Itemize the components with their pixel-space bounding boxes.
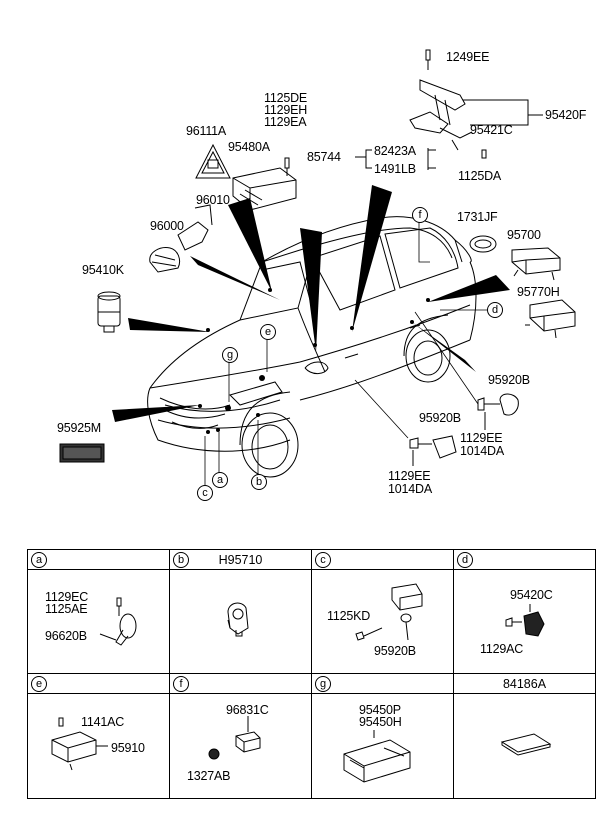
detail-table: a 1129EC 1125AE 96620B b H95710 c 1125KD …: [27, 549, 596, 799]
part-label-96111A: 96111A: [186, 124, 227, 138]
part-label-1125DE: 1125DE: [264, 91, 308, 105]
detail-cell-c: c 1125KD 95920B: [312, 550, 454, 674]
detail-drawing-f: [208, 716, 261, 760]
detail-letter-d: d: [457, 552, 473, 568]
detail-drawing-c: [355, 583, 423, 641]
part-label-1129EE-right: 1129EE: [460, 431, 503, 445]
detail-letter-c: c: [315, 552, 331, 568]
part-label-1014DA-right: 1014DA: [460, 444, 504, 458]
part-label-1129EA: 1129EA: [264, 115, 307, 129]
part-label-1125DA: 1125DA: [458, 169, 502, 183]
detail-drawing-d: [505, 604, 545, 637]
detail-part-95420C: 95420C: [510, 588, 553, 602]
callout-e: e: [260, 324, 276, 340]
detail-cell-e: e 1141AC 95910: [28, 674, 170, 798]
detail-drawing-84186A: [500, 733, 552, 756]
detail-part-1125AE: 1125AE: [45, 602, 88, 616]
part-label-95410K: 95410K: [82, 263, 124, 277]
detail-letter-e: e: [31, 676, 47, 692]
detail-cell-d: d 95420C 1129AC: [454, 550, 595, 674]
detail-drawing-g: [343, 730, 411, 783]
part-label-95421C: 95421C: [470, 123, 513, 137]
part-label-95925M: 95925M: [57, 421, 101, 435]
callout-c: c: [197, 485, 213, 501]
part-label-95920B-center: 95920B: [419, 411, 461, 425]
detail-drawing-a: [99, 597, 137, 646]
callout-g: g: [222, 347, 238, 363]
callout-f: f: [412, 207, 428, 223]
detail-part-95450P: 95450P: [359, 703, 401, 717]
part-label-95920B-right: 95920B: [488, 373, 530, 387]
detail-cell-a: a 1129EC 1125AE 96620B: [28, 550, 170, 674]
part-label-1129EH: 1129EH: [264, 103, 308, 117]
detail-cell-f: f 96831C 1327AB: [170, 674, 312, 798]
diagram-drawing: [59, 49, 576, 485]
part-label-96000: 96000: [150, 219, 184, 233]
part-label-1731JF: 1731JF: [457, 210, 498, 224]
detail-drawing-e: [51, 717, 108, 771]
detail-cell-g: g 95450P 95450H: [312, 674, 454, 798]
detail-part-95450H: 95450H: [359, 715, 402, 729]
detail-part-1141AC: 1141AC: [81, 715, 125, 729]
part-label-1491LB: 1491LB: [374, 162, 416, 176]
part-label-82423A: 82423A: [374, 144, 416, 158]
detail-letter-a: a: [31, 552, 47, 568]
part-label-85744: 85744: [307, 150, 341, 164]
detail-letter-g: g: [315, 676, 331, 692]
detail-part-1129AC: 1129AC: [480, 642, 524, 656]
part-label-1014DA-center: 1014DA: [388, 482, 432, 496]
detail-part-1125KD: 1125KD: [327, 609, 371, 623]
part-label-95700: 95700: [507, 228, 541, 242]
detail-part-1129EC: 1129EC: [45, 590, 89, 604]
part-label-95420F: 95420F: [545, 108, 587, 122]
callout-b: b: [251, 474, 267, 490]
detail-letter-b: b: [173, 552, 189, 568]
detail-part-95910: 95910: [111, 741, 145, 755]
detail-part-96831C: 96831C: [226, 703, 269, 717]
detail-title-84186A: 84186A: [502, 677, 547, 691]
part-label-95770H: 95770H: [517, 285, 560, 299]
detail-part-1327AB: 1327AB: [187, 769, 231, 783]
part-label-1249EE: 1249EE: [446, 50, 490, 64]
detail-title-H95710: H95710: [218, 553, 263, 567]
part-label-96010: 96010: [196, 193, 230, 207]
part-label-95480A: 95480A: [228, 140, 270, 154]
detail-part-96620B: 96620B: [45, 629, 87, 643]
callout-a: a: [212, 472, 228, 488]
detail-letter-f: f: [173, 676, 189, 692]
pointer-wedges: [112, 185, 510, 422]
detail-cell-84186A: 84186A: [454, 674, 595, 798]
detail-cell-b: b H95710: [170, 550, 312, 674]
detail-drawing-b: [227, 602, 249, 637]
callout-d: d: [487, 302, 503, 318]
vehicle-outline: [147, 216, 477, 478]
part-label-1129EE-center: 1129EE: [388, 469, 431, 483]
detail-part-95920B: 95920B: [374, 644, 416, 658]
